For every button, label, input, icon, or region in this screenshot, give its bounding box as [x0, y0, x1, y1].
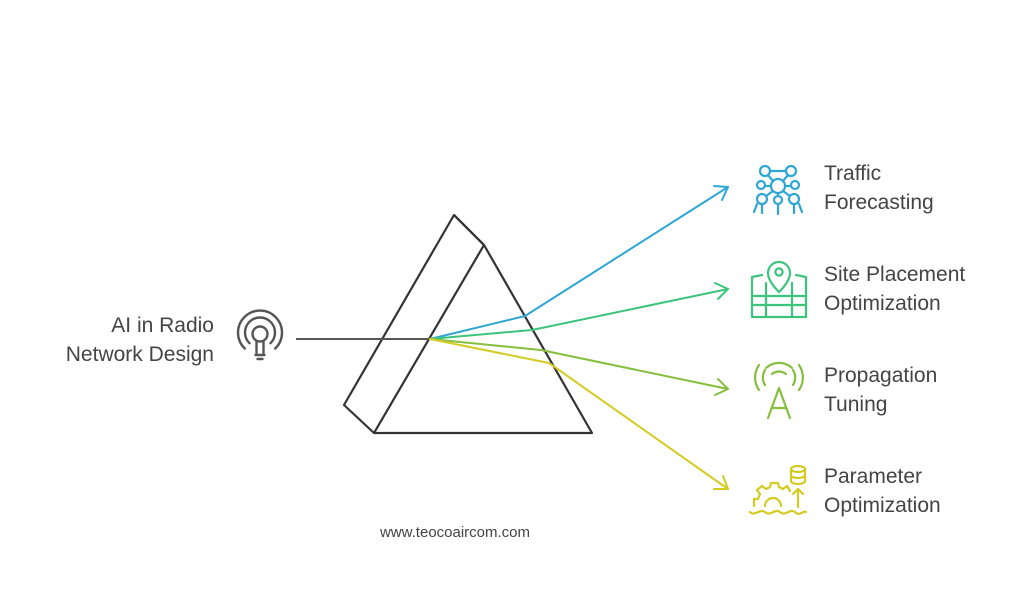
source-label-line-1: AI in Radio — [111, 314, 214, 337]
traffic-forecasting-label: Traffic Forecasting — [824, 159, 934, 217]
site-placement-line-1: Site Placement — [824, 263, 966, 286]
parameter-optimization-line-1: Parameter — [824, 465, 923, 488]
network-nodes-icon — [752, 164, 804, 216]
gear-database-icon — [748, 464, 808, 515]
parameter-optimization-label: Parameter Optimization — [824, 462, 941, 520]
lightbulb-signal-icon — [236, 309, 284, 361]
propagation-tuning-line-2: Tuning — [824, 393, 888, 416]
prism — [342, 213, 594, 435]
output-beam-parameter — [429, 338, 729, 490]
map-pin-icon — [750, 260, 808, 319]
source-label: AI in Radio Network Design — [66, 311, 214, 369]
parameter-optimization-line-2: Optimization — [824, 494, 941, 517]
antenna-tower-icon — [754, 361, 804, 420]
site-placement-line-2: Optimization — [824, 292, 941, 315]
traffic-forecasting-line-2: Forecasting — [824, 191, 934, 214]
footer-url[interactable]: www.teocoaircom.com — [379, 524, 531, 541]
site-placement-label: Site Placement Optimization — [824, 260, 965, 318]
propagation-tuning-line-1: Propagation — [824, 364, 938, 387]
output-beam-site — [429, 282, 729, 340]
traffic-forecasting-line-1: Traffic — [824, 162, 882, 185]
output-beam-propagation — [429, 338, 729, 396]
propagation-tuning-label: Propagation Tuning — [824, 361, 937, 419]
output-beam-traffic — [429, 185, 729, 340]
source-label-line-2: Network Design — [65, 343, 214, 366]
